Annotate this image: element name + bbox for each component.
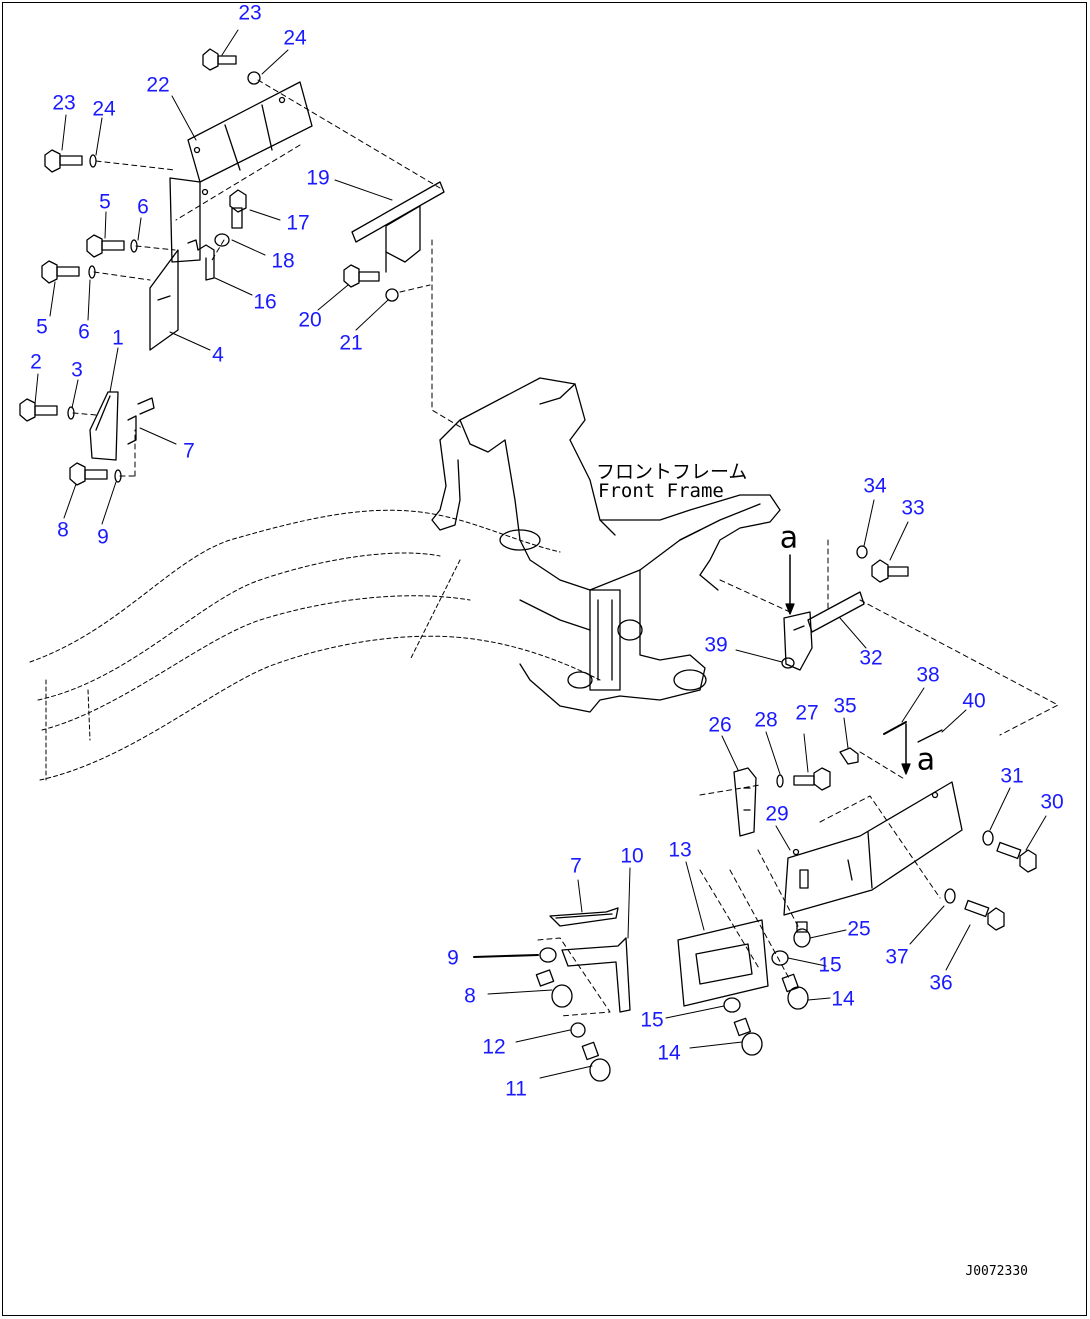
washer-9-lower <box>540 948 556 962</box>
callout-21: 21 <box>339 331 363 355</box>
callout-17: 17 <box>286 211 310 235</box>
pin-38 <box>884 722 906 734</box>
bracket-32 <box>784 592 864 670</box>
bolt-14-b <box>782 974 808 1009</box>
callout-14-a: 14 <box>657 1041 681 1065</box>
callout-13: 13 <box>668 838 692 862</box>
callout-30: 30 <box>1040 790 1064 814</box>
bracket-26 <box>734 768 756 836</box>
callout-8-lower: 8 <box>464 984 476 1008</box>
callout-31: 31 <box>1000 764 1024 788</box>
callout-38: 38 <box>916 663 940 687</box>
front-frame-label-jp: フロントフレーム <box>596 461 748 483</box>
callout-27: 27 <box>795 701 819 725</box>
bolt-27 <box>777 768 830 790</box>
callout-37: 37 <box>885 945 909 969</box>
callout-4: 4 <box>212 343 224 367</box>
callout-35: 35 <box>833 694 857 718</box>
bolt-11 <box>582 1042 610 1081</box>
nut-39 <box>782 658 794 668</box>
pin-40 <box>918 730 942 742</box>
callout-23-top: 23 <box>238 1 262 25</box>
callout-18: 18 <box>271 249 295 273</box>
callout-22: 22 <box>146 73 170 97</box>
bolt-14-a <box>734 1018 762 1055</box>
bolt-30 <box>983 831 1036 872</box>
callout-34: 34 <box>863 474 887 498</box>
bolt-5-upper <box>87 235 137 257</box>
callout-28: 28 <box>754 708 778 732</box>
callout-8-upper: 8 <box>57 518 69 542</box>
callout-12: 12 <box>482 1035 506 1059</box>
bolt-36 <box>945 889 1004 930</box>
bolt-35 <box>840 748 858 764</box>
bolt-5-lower <box>42 261 95 283</box>
callout-24-side: 24 <box>92 97 116 121</box>
mud-guard-29 <box>784 782 962 915</box>
callout-16: 16 <box>253 290 277 314</box>
mud-guard-4 <box>150 250 178 350</box>
bracket-7-lower <box>550 908 618 926</box>
washer-15-b <box>772 951 788 965</box>
callout-2: 2 <box>30 350 42 374</box>
bolt-8-lower <box>536 970 572 1007</box>
bolt-20 <box>344 265 398 301</box>
callout-29: 29 <box>765 802 789 826</box>
callout-3: 3 <box>71 358 83 382</box>
bolt-2 <box>20 399 74 421</box>
bolt-23-top <box>203 49 260 84</box>
callout-20: 20 <box>298 308 322 332</box>
callout-5-lower: 5 <box>36 315 48 339</box>
callout-15-b: 15 <box>818 953 842 977</box>
callout-5-upper: 5 <box>99 190 111 214</box>
callout-40: 40 <box>962 689 986 713</box>
bolt-8-upper <box>70 463 121 485</box>
callout-6-lower: 6 <box>78 320 90 344</box>
upper-bracket-22 <box>170 82 312 262</box>
view-marker-a-lower: a <box>916 742 936 778</box>
callout-24-top: 24 <box>283 26 307 50</box>
callout-9-lower: 9 <box>447 946 459 970</box>
callout-26: 26 <box>708 713 732 737</box>
bolt-25 <box>794 922 810 947</box>
plate-13 <box>678 920 768 1006</box>
callout-7-upper: 7 <box>183 439 195 463</box>
bolt-17 <box>215 190 246 246</box>
drawing-code: J0072330 <box>965 1264 1028 1279</box>
callout-33: 33 <box>901 496 925 520</box>
callout-36: 36 <box>929 971 953 995</box>
bracket-1 <box>90 392 154 460</box>
chassis-rails <box>30 510 600 780</box>
callout-7-lower: 7 <box>570 854 582 878</box>
callout-1: 1 <box>112 326 124 350</box>
callout-6-upper: 6 <box>137 195 149 219</box>
bolt-23-side <box>45 150 96 172</box>
callout-11: 11 <box>505 1077 527 1101</box>
callout-32: 32 <box>859 646 883 670</box>
bracket-16 <box>188 240 214 280</box>
bracket-19 <box>352 182 444 272</box>
bolt-33 <box>857 546 908 582</box>
callout-25: 25 <box>847 917 871 941</box>
callout-39: 39 <box>704 633 728 657</box>
front-frame <box>432 378 780 712</box>
callout-14-b: 14 <box>831 987 855 1011</box>
view-marker-a-upper: a <box>779 520 799 556</box>
callout-19: 19 <box>306 166 330 190</box>
callout-23-side: 23 <box>52 91 76 115</box>
bracket-10 <box>562 938 630 1012</box>
washer-15-a <box>724 998 740 1012</box>
washer-12 <box>571 1023 585 1037</box>
front-frame-label-en: Front Frame <box>598 480 724 502</box>
callout-9-upper: 9 <box>97 525 109 549</box>
callout-15-a: 15 <box>640 1008 664 1032</box>
callout-10: 10 <box>620 844 644 868</box>
